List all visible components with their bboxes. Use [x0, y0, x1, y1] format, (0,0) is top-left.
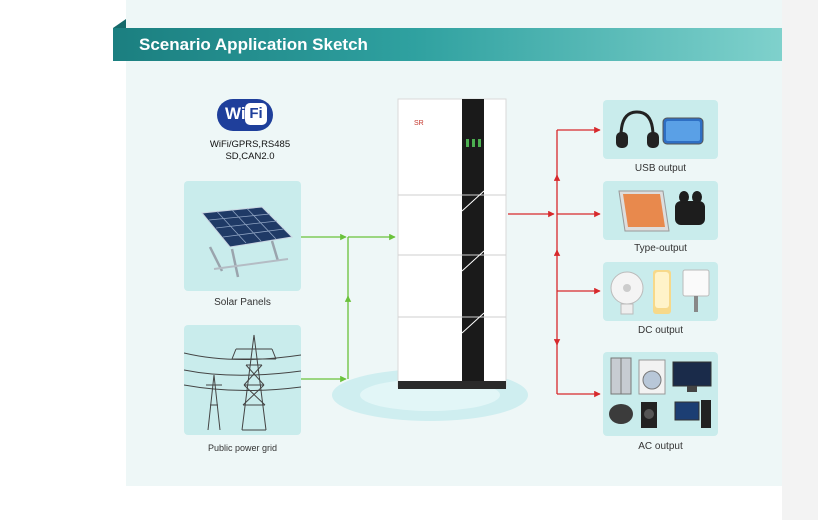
type-output-card: [603, 181, 718, 240]
dc-output-card: [603, 262, 718, 321]
headphones-phone-icon: [616, 110, 704, 148]
usb-output-label: USB output: [634, 163, 687, 174]
right-margin-strip: [782, 0, 818, 520]
power-grid-label: Public power grid: [207, 443, 278, 453]
ac-output-card: [603, 352, 718, 436]
comm-protocols-line1: WiFi/GPRS,RS485: [209, 139, 291, 150]
wifi-logo-fi: Fi: [245, 103, 267, 125]
comm-protocols-line2: SD,CAN2.0: [225, 151, 275, 162]
output-arrows: [508, 126, 601, 398]
banner-fold: [113, 19, 126, 28]
power-tower-icon: [183, 334, 302, 431]
comm-protocols-text: WiFi/GPRS,RS485 SD,CAN2.0: [200, 139, 300, 163]
solar-panels-label: Solar Panels: [214, 297, 271, 308]
page-title: Scenario Application Sketch: [139, 35, 368, 54]
usb-output-card: [603, 100, 718, 159]
wifi-logo-wi: Wi: [225, 104, 246, 123]
battery-brand-logo: SR: [414, 120, 424, 127]
type-output-label: Type-output: [634, 243, 687, 254]
solar-panel-icon: [201, 206, 294, 278]
power-grid-card: [183, 325, 302, 435]
fan-lamp-icon: [610, 269, 710, 315]
ac-output-label: AC output: [638, 441, 683, 452]
battery-system: SR: [332, 98, 528, 421]
battery-cabinet: [397, 98, 507, 389]
input-arrows: [301, 233, 396, 383]
solar-panels-card: [184, 181, 301, 291]
title-banner: [113, 28, 782, 61]
tablet-earbuds-icon: [618, 190, 705, 232]
dc-output-label: DC output: [637, 325, 684, 336]
appliances-icon: [609, 357, 712, 428]
